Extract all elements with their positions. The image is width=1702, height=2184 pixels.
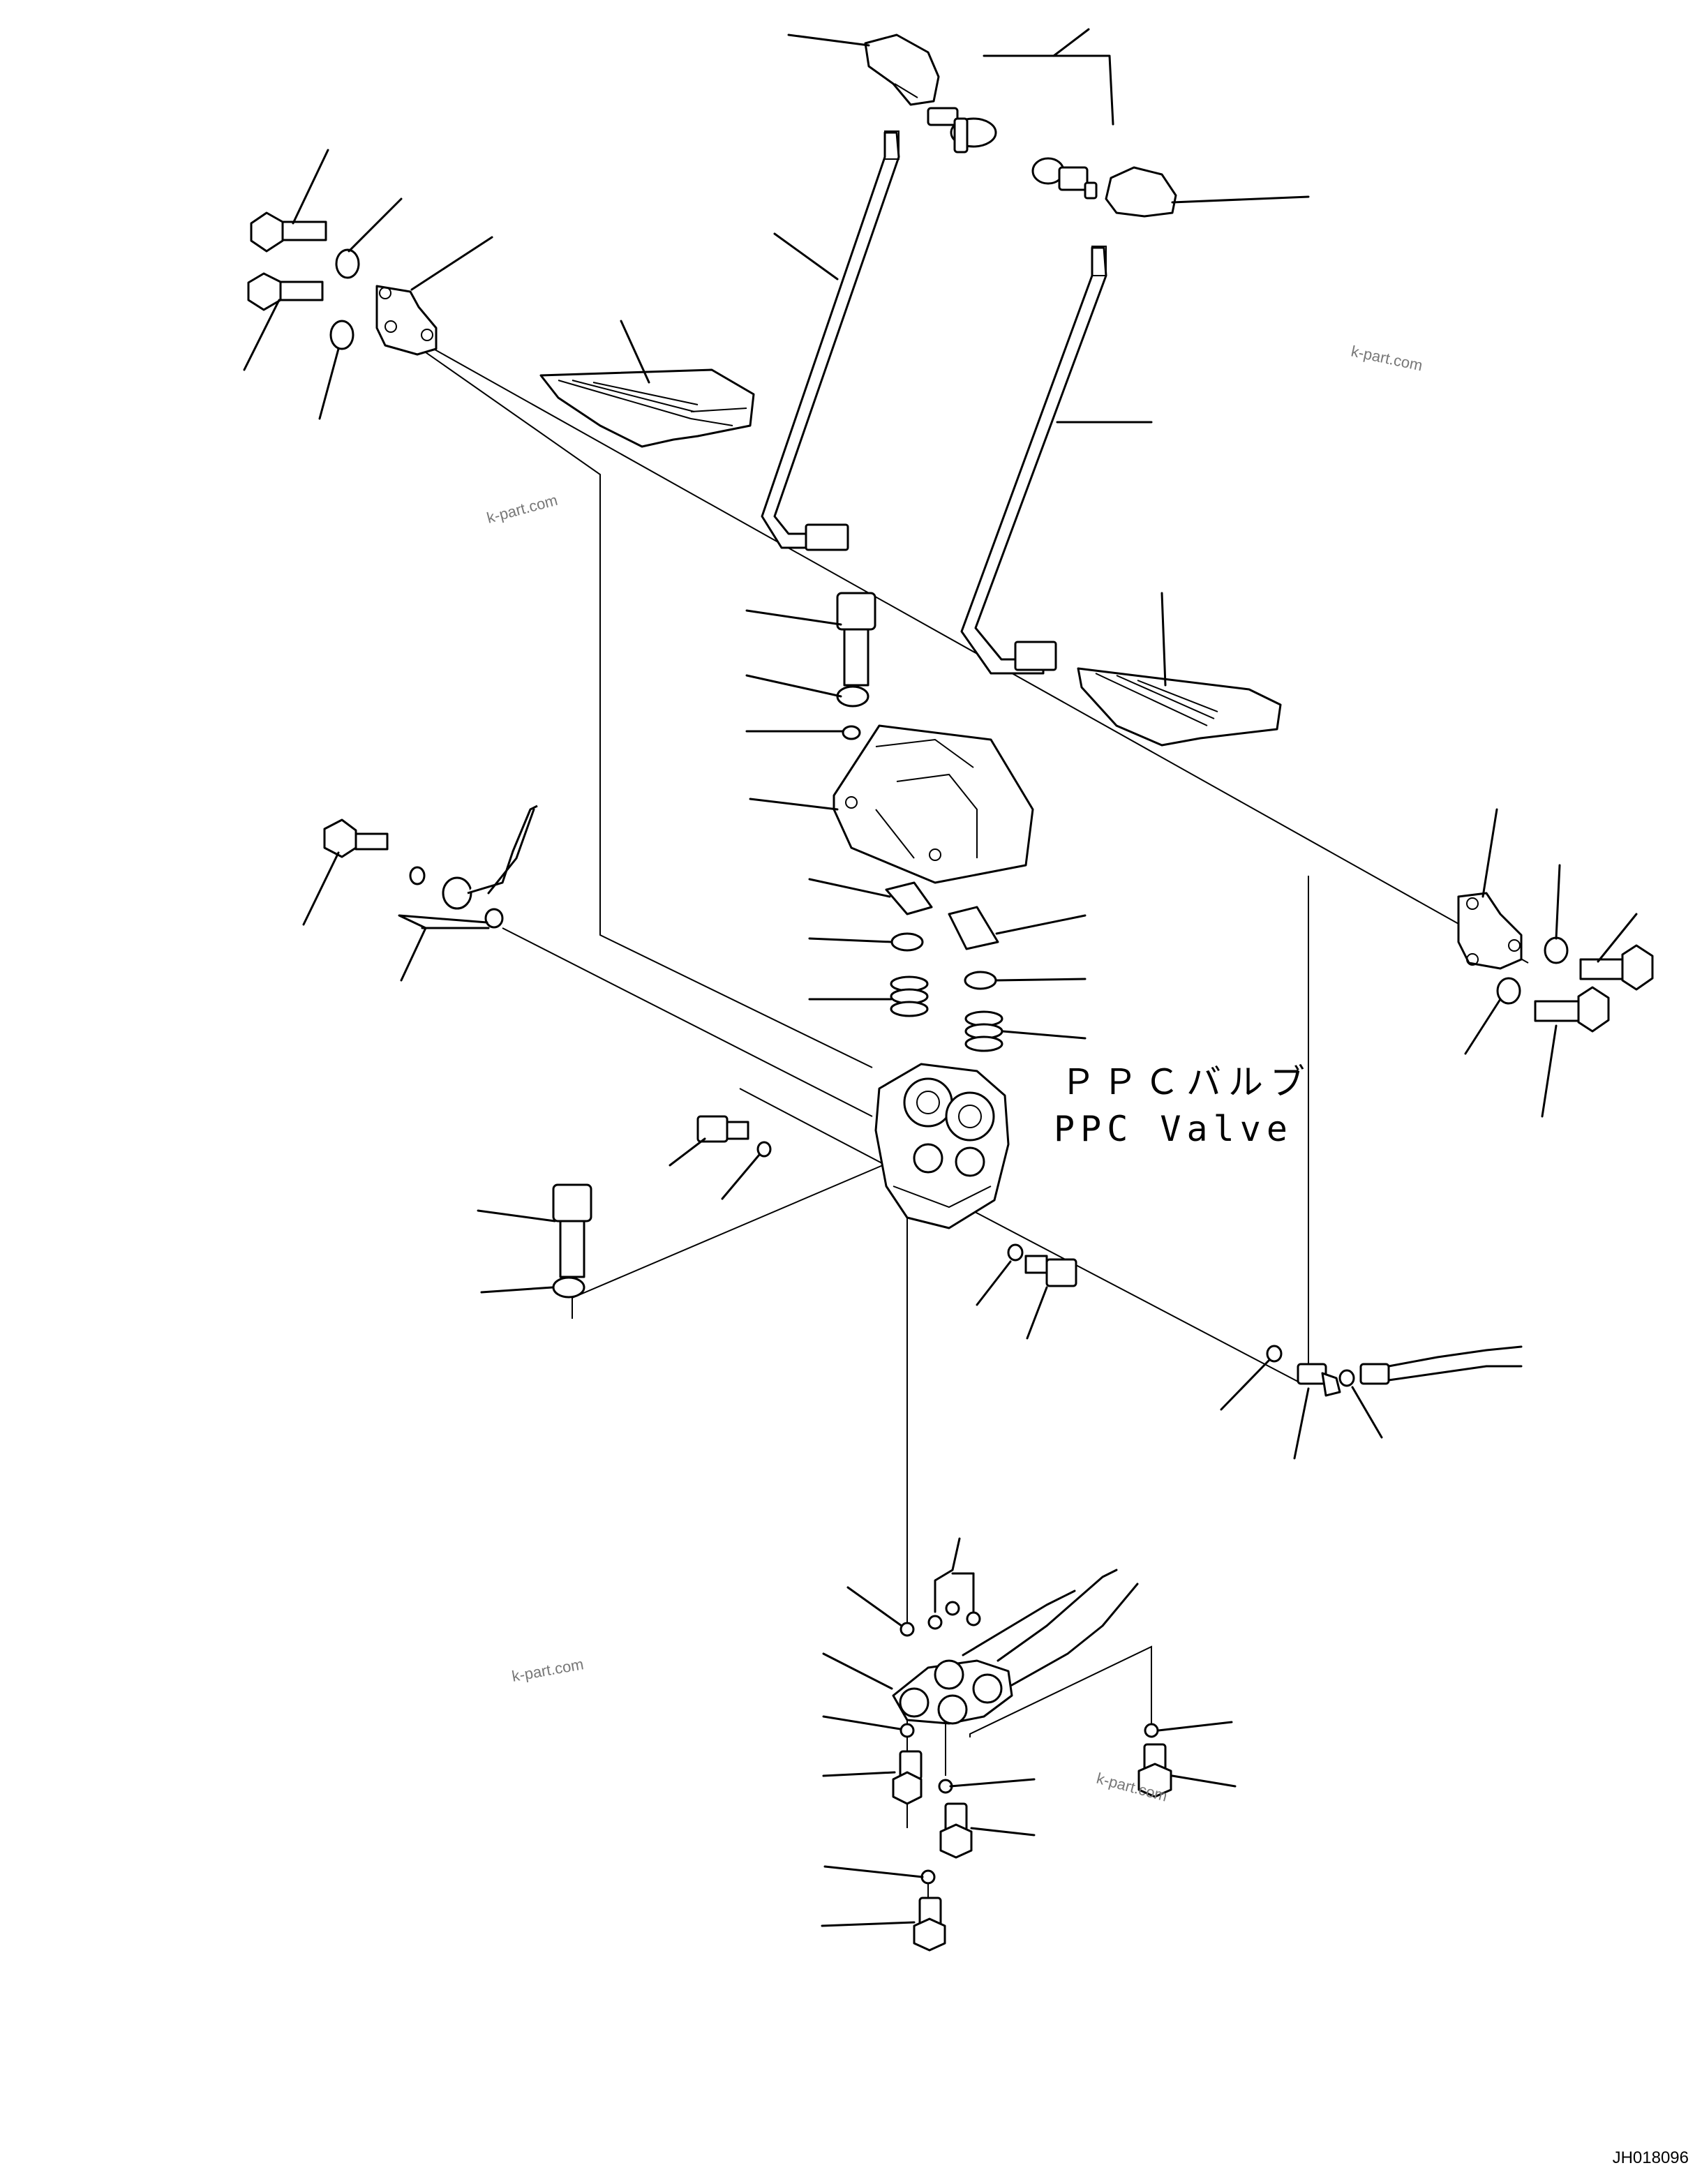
leader-lines <box>243 33 1638 1927</box>
o-ring <box>1007 1243 1024 1262</box>
ppc-valve-body <box>874 1063 1010 1229</box>
pressure-switch-left <box>696 1115 772 1158</box>
washer <box>552 1276 585 1299</box>
valve-label-jp: ＰＰＣバルブ <box>1061 1062 1312 1102</box>
retainer <box>890 932 924 952</box>
cover-bolt <box>836 592 876 687</box>
nut <box>842 725 861 740</box>
bolt-top-left-2 <box>247 272 324 311</box>
watermark: k-part.com <box>1350 342 1424 374</box>
retainer <box>964 971 997 990</box>
lever-rod-right <box>960 246 1107 675</box>
spring-left <box>890 975 929 1017</box>
plate <box>885 881 933 915</box>
lever-knob-left <box>864 33 940 106</box>
washer <box>1544 936 1569 964</box>
bolt-right-2 <box>1534 986 1610 1033</box>
watermark: k-part.com <box>511 1655 585 1685</box>
o-rings-manifold <box>899 1601 1159 1885</box>
boot-cover <box>833 724 1034 884</box>
pedal-left <box>539 368 755 448</box>
manifold-block <box>892 1569 1139 1725</box>
valve-label-en: PPC Valve <box>1054 1109 1293 1149</box>
plate <box>948 906 999 950</box>
washer <box>1496 977 1521 1005</box>
hose-fitting-left <box>323 805 538 929</box>
plug-4 <box>1137 1743 1172 1798</box>
spring-right <box>964 1010 1003 1052</box>
lever-knob-right <box>1105 166 1177 218</box>
drawing-code: JH018096 <box>1613 2148 1689 2167</box>
pressure-switch-right <box>1024 1255 1077 1287</box>
washer <box>836 685 869 708</box>
mounting-bolt <box>552 1183 592 1278</box>
bolt-top-left-1 <box>250 211 327 253</box>
washer <box>335 248 360 279</box>
washer <box>329 320 354 350</box>
leader <box>1052 28 1090 57</box>
ball-joint-right <box>1031 157 1098 200</box>
plug-1 <box>892 1750 923 1805</box>
bolt-right-1 <box>1579 944 1654 991</box>
plug-3 <box>913 1897 946 1952</box>
watermark: k-part.com <box>485 491 560 527</box>
plug-2 <box>939 1802 973 1859</box>
pedal-right <box>1077 667 1282 747</box>
bracket-callout <box>983 54 1114 126</box>
bracket-left <box>375 285 438 356</box>
bracket-right <box>1457 892 1523 970</box>
lever-rod-left <box>761 130 900 551</box>
ball-joint-left <box>927 107 997 154</box>
hose-fitting-right <box>1266 1345 1523 1397</box>
